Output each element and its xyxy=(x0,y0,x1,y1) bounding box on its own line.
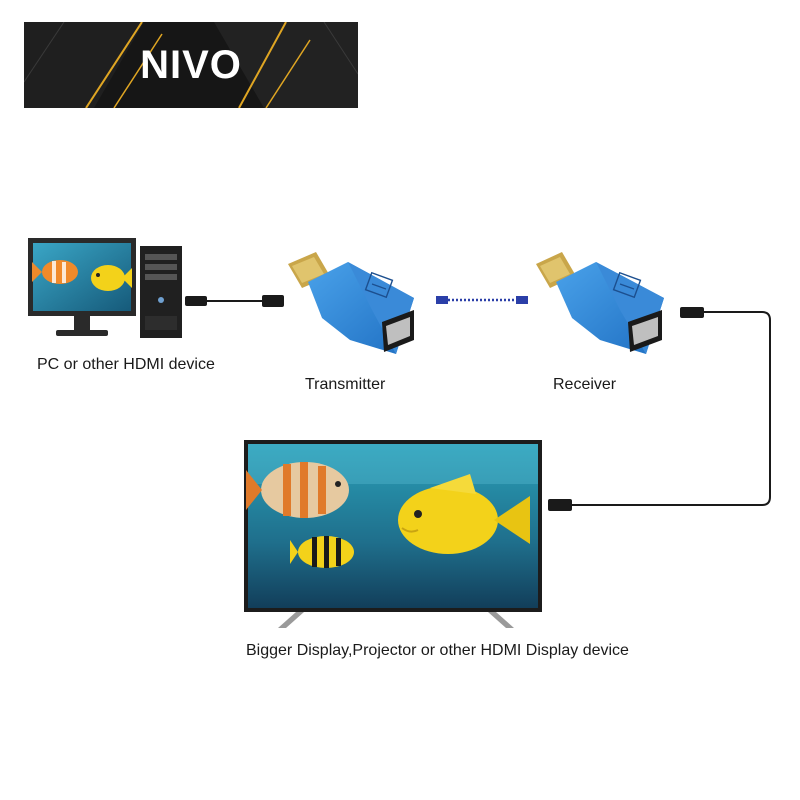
display-hdmi-cable xyxy=(548,307,771,511)
display-device-label: Bigger Display,Projector or other HDMI D… xyxy=(246,642,629,659)
tv-fish-yellow-icon xyxy=(398,474,530,554)
pc-computer-icon xyxy=(28,238,182,338)
receiver-adapter-icon xyxy=(536,252,664,354)
source-hdmi-cable xyxy=(185,295,284,307)
transmitter-label: Transmitter xyxy=(305,376,386,393)
brand-banner: NIVO xyxy=(24,22,358,108)
banner-pattern xyxy=(24,22,358,108)
monitor-fish-2-icon xyxy=(91,265,132,291)
brand-logo: NIVO xyxy=(140,43,242,87)
receiver-label: Receiver xyxy=(553,376,617,393)
monitor-fish-1-icon xyxy=(32,260,78,284)
transmitter-adapter-icon xyxy=(288,252,414,354)
television-icon xyxy=(244,440,542,628)
tv-fish-small-icon xyxy=(290,536,354,568)
tv-fish-striped-icon xyxy=(246,462,349,518)
ethernet-patch-cable xyxy=(436,296,528,304)
source-device-label: PC or other HDMI device xyxy=(37,356,215,373)
